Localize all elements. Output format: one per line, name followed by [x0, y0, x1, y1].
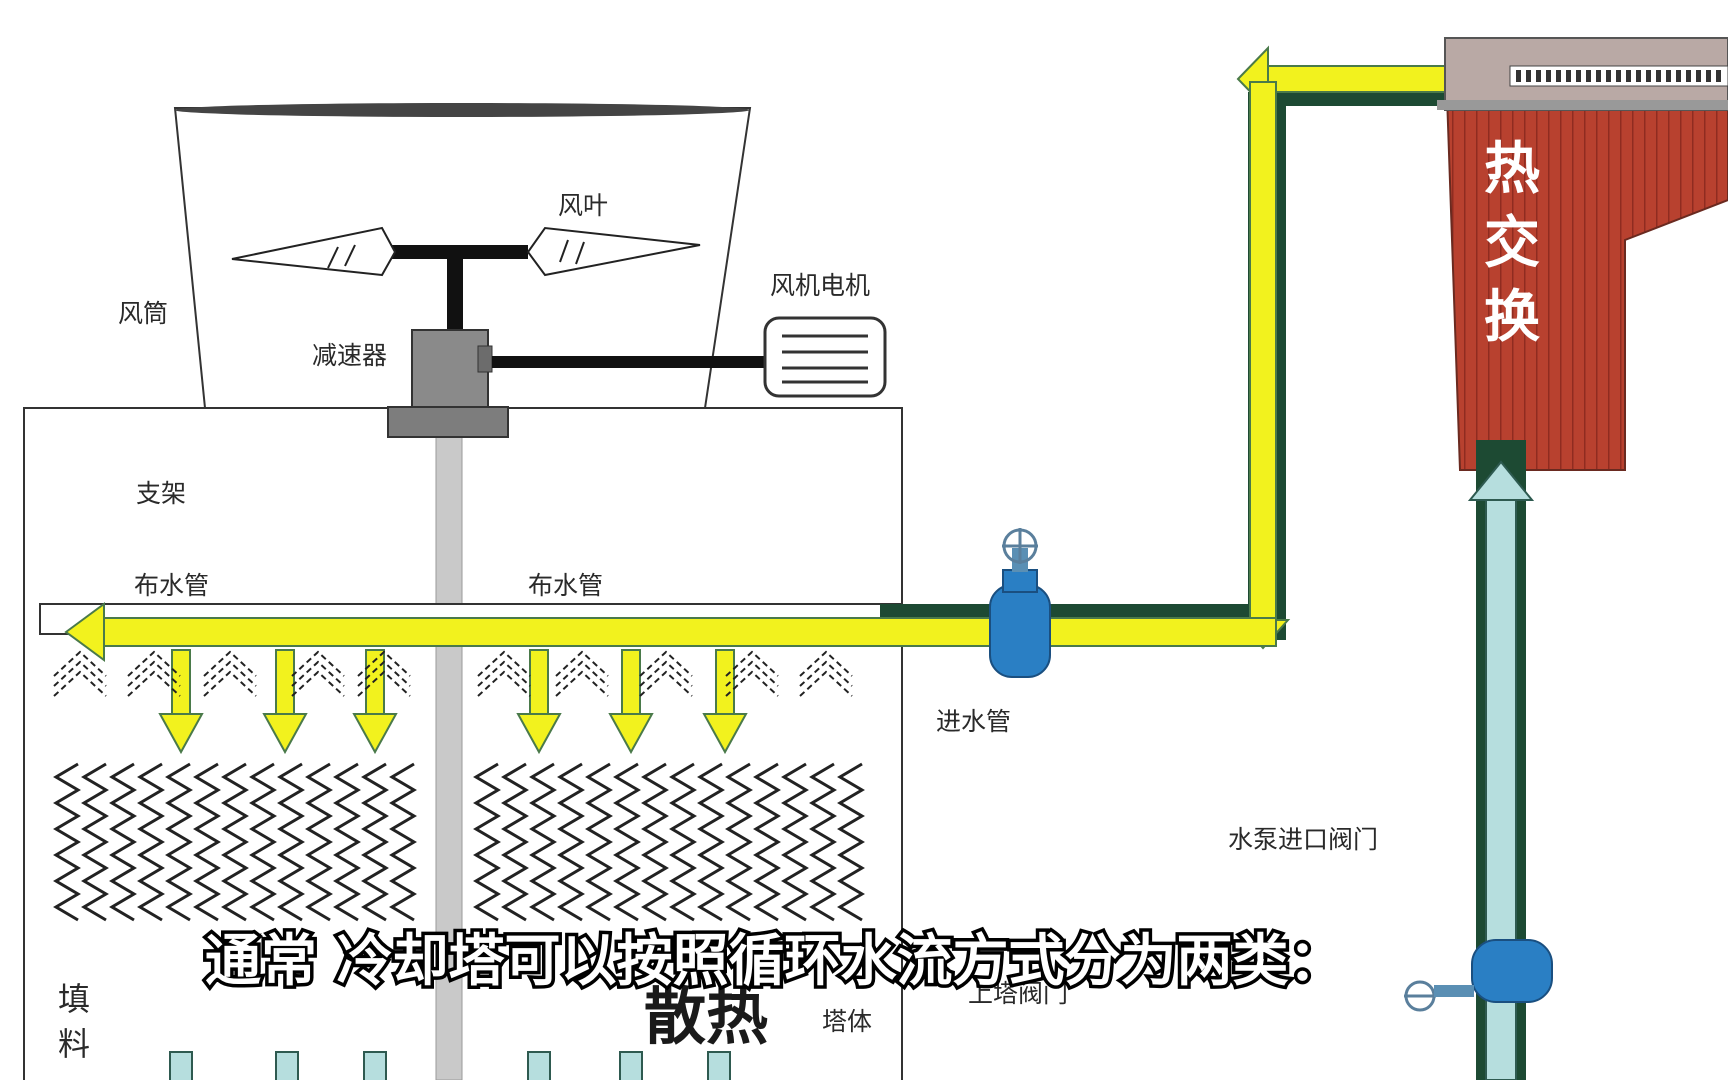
- label-pump-inlet-valve: 水泵进口阀门: [1228, 825, 1378, 854]
- label-heat-exchange-3: 换: [1484, 284, 1540, 350]
- reducer: [387, 329, 509, 438]
- fan-blades: [231, 226, 701, 335]
- label-heat-exchange-1: 热: [1484, 136, 1540, 202]
- label-fill-1: 填: [58, 980, 90, 1018]
- label-dist-pipe-left: 布水管: [134, 571, 209, 600]
- center-shaft: [435, 429, 463, 1080]
- basin-risers: [169, 1051, 731, 1080]
- label-tower-body: 塔体: [822, 1007, 872, 1036]
- hot-water-flow: [64, 45, 1511, 662]
- label-fan-blade: 风叶: [558, 191, 608, 220]
- spray-nozzles: [53, 650, 853, 697]
- tower-body: [23, 407, 903, 1080]
- label-bracket: 支架: [136, 479, 186, 508]
- label-reducer: 减速器: [312, 341, 387, 370]
- fan-motor: [763, 316, 887, 398]
- subtitle-caption: 通常 冷却塔可以按照循环水流方式分为两类：: [205, 929, 1345, 994]
- pump-valve: [1404, 939, 1553, 1012]
- label-heat-dissipation: 散热: [644, 980, 768, 1053]
- label-heat-exchange-2: 交: [1484, 210, 1540, 276]
- label-fan-cylinder: 风筒: [118, 299, 168, 328]
- motor-shaft: [492, 356, 767, 368]
- fill-media: [53, 762, 865, 922]
- heat-exchanger: [1437, 36, 1728, 471]
- label-fan-motor: 风机电机: [770, 271, 870, 300]
- label-upper-tower-valve: 上塔阀门: [968, 979, 1068, 1008]
- spray-arrows: [158, 649, 748, 755]
- inlet-valve: [989, 528, 1051, 678]
- label-fill-2: 料: [58, 1025, 90, 1063]
- label-inlet-pipe: 进水管: [936, 707, 1011, 736]
- label-dist-pipe-right: 布水管: [528, 571, 603, 600]
